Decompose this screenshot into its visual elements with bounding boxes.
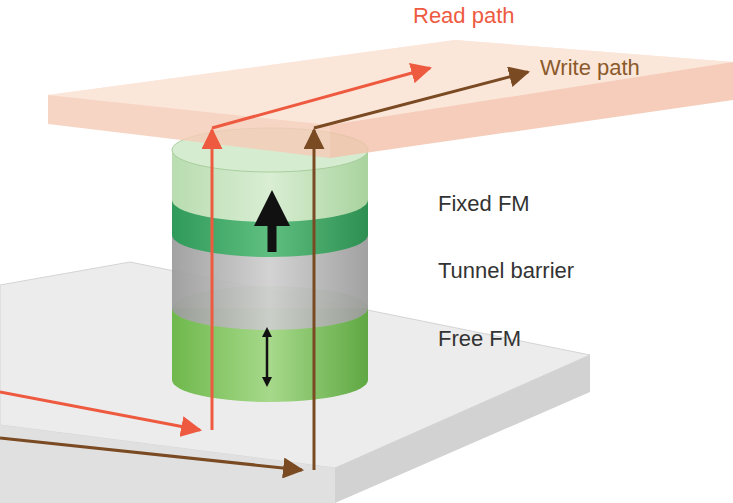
- fixed-magnetization-arrow: [268, 208, 277, 252]
- mtj-pillar: [172, 128, 368, 402]
- read-path-arrows: [0, 68, 430, 430]
- read-path-label: Read path: [413, 4, 515, 28]
- free-magnetization-arrow: [266, 332, 269, 382]
- layer-label: Free FM: [438, 327, 521, 351]
- top-electrode: [48, 40, 733, 158]
- write-path-label: Write path: [540, 56, 640, 80]
- layer-label: Tunnel barrier: [438, 259, 574, 283]
- layer-label: Fixed FM: [438, 192, 530, 216]
